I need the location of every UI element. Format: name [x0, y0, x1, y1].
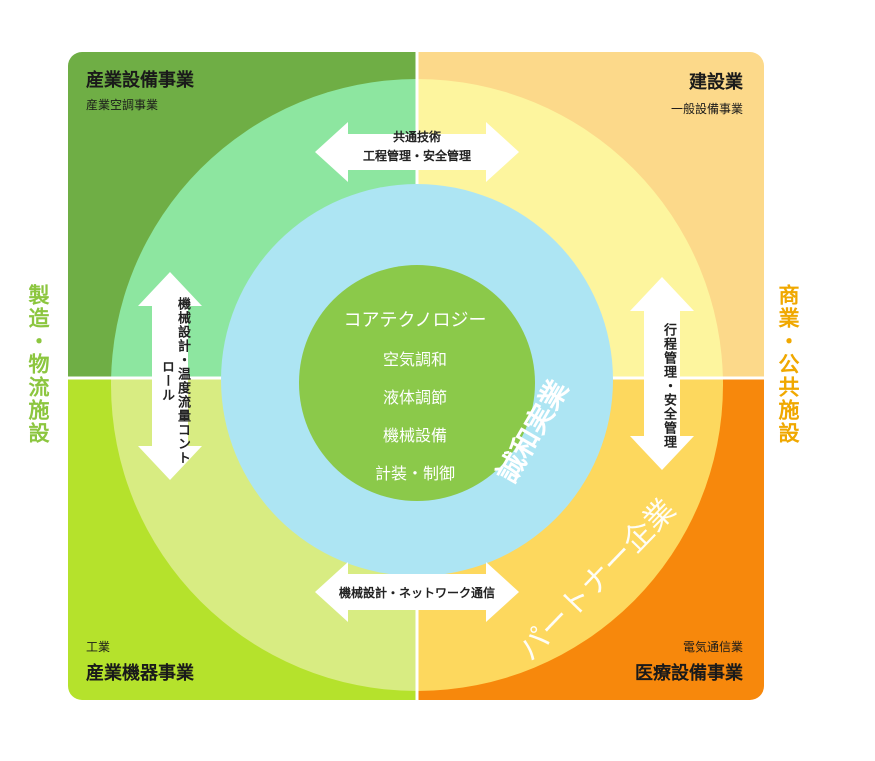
side-label-right: 商業・公共施設 — [776, 284, 800, 445]
arrow-bottom — [315, 562, 519, 622]
arrow-top-line2: 工程管理・安全管理 — [362, 149, 471, 163]
quadrant-top-right: 建設業 一般設備事業 — [671, 68, 743, 117]
arrow-left-label: 機械設計・温度流量コントロール — [159, 297, 190, 465]
arrow-right — [630, 277, 694, 470]
core-item: 計装・制御 — [374, 464, 455, 483]
quadrant-title: 産業設備事業 — [86, 70, 194, 91]
arrow-right-label: 行程管理・安全管理 — [661, 323, 676, 449]
arrow-top-line1: 共通技術 — [392, 130, 441, 144]
core-circle — [299, 265, 535, 501]
quadrant-subtitle: 一般設備事業 — [670, 102, 743, 116]
side-label-left: 製造・物流施設 — [26, 284, 50, 445]
arrow-left — [138, 272, 202, 480]
core-title: コアテクノロジー — [343, 310, 487, 331]
core-item: 液体調節 — [382, 388, 447, 407]
quadrant-subtitle: 電気通信業 — [682, 640, 743, 654]
quadrant-title: 医療設備事業 — [635, 663, 743, 684]
core-item: 機械設備 — [382, 426, 447, 445]
quadrant-top-left: 産業設備事業 産業空調事業 — [86, 66, 194, 113]
core-technology: コアテクノロジー 空気調和 液体調節 機械設備 計装・制御 — [300, 260, 530, 484]
quadrant-subtitle: 産業空調事業 — [86, 98, 159, 112]
quadrant-subtitle: 工業 — [86, 640, 111, 654]
quadrant-bottom-left: 工業 産業機器事業 — [86, 638, 194, 685]
arrow-bottom-label: 機械設計・ネットワーク通信 — [338, 586, 495, 600]
arrow-top — [315, 122, 519, 182]
arrow-top-label: 共通技術 工程管理・安全管理 — [310, 128, 524, 166]
quadrant-title: 建設業 — [689, 72, 743, 93]
quadrant-title: 産業機器事業 — [86, 663, 194, 684]
quadrant-bottom-right: 電気通信業 医療設備事業 — [635, 638, 743, 685]
core-item: 空気調和 — [382, 350, 447, 369]
